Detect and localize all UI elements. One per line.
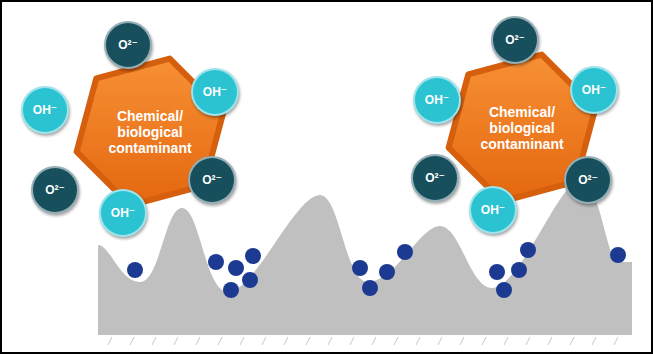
oxide-ion-circle: O²⁻ <box>491 16 539 64</box>
ion-label: O²⁻ <box>118 39 138 51</box>
ion-label: OH⁻ <box>111 207 135 219</box>
ion-label: O²⁻ <box>202 174 222 186</box>
ion-label: O²⁻ <box>505 34 525 46</box>
contaminant-label: Chemical/ biological contaminant <box>474 104 570 152</box>
ion-label: OH⁻ <box>582 84 606 96</box>
hydroxide-ion-circle: OH⁻ <box>99 189 147 237</box>
ion-label: OH⁻ <box>33 104 57 116</box>
surface-hatching <box>108 337 618 345</box>
ion-label: O²⁻ <box>425 172 445 184</box>
particle-dots <box>127 242 626 298</box>
oxide-ion-circle: O²⁻ <box>564 156 612 204</box>
ion-label: OH⁻ <box>203 86 227 98</box>
ion-label: O²⁻ <box>578 174 598 186</box>
oxide-ion-circle: O²⁻ <box>188 156 236 204</box>
hydroxide-ion-circle: OH⁻ <box>570 66 618 114</box>
oxide-ion-circle: O²⁻ <box>104 21 152 69</box>
ion-label: OH⁻ <box>425 94 449 106</box>
rough-surface <box>98 180 632 335</box>
ion-label: OH⁻ <box>481 204 505 216</box>
contaminant-label: Chemical/ biological contaminant <box>102 108 198 156</box>
hydroxide-ion-circle: OH⁻ <box>21 86 69 134</box>
oxide-ion-circle: O²⁻ <box>31 166 79 214</box>
hydroxide-ion-circle: OH⁻ <box>413 76 461 124</box>
oxide-ion-circle: O²⁻ <box>411 154 459 202</box>
hydroxide-ion-circle: OH⁻ <box>191 68 239 116</box>
ion-label: O²⁻ <box>45 184 65 196</box>
hydroxide-ion-circle: OH⁻ <box>469 186 517 234</box>
